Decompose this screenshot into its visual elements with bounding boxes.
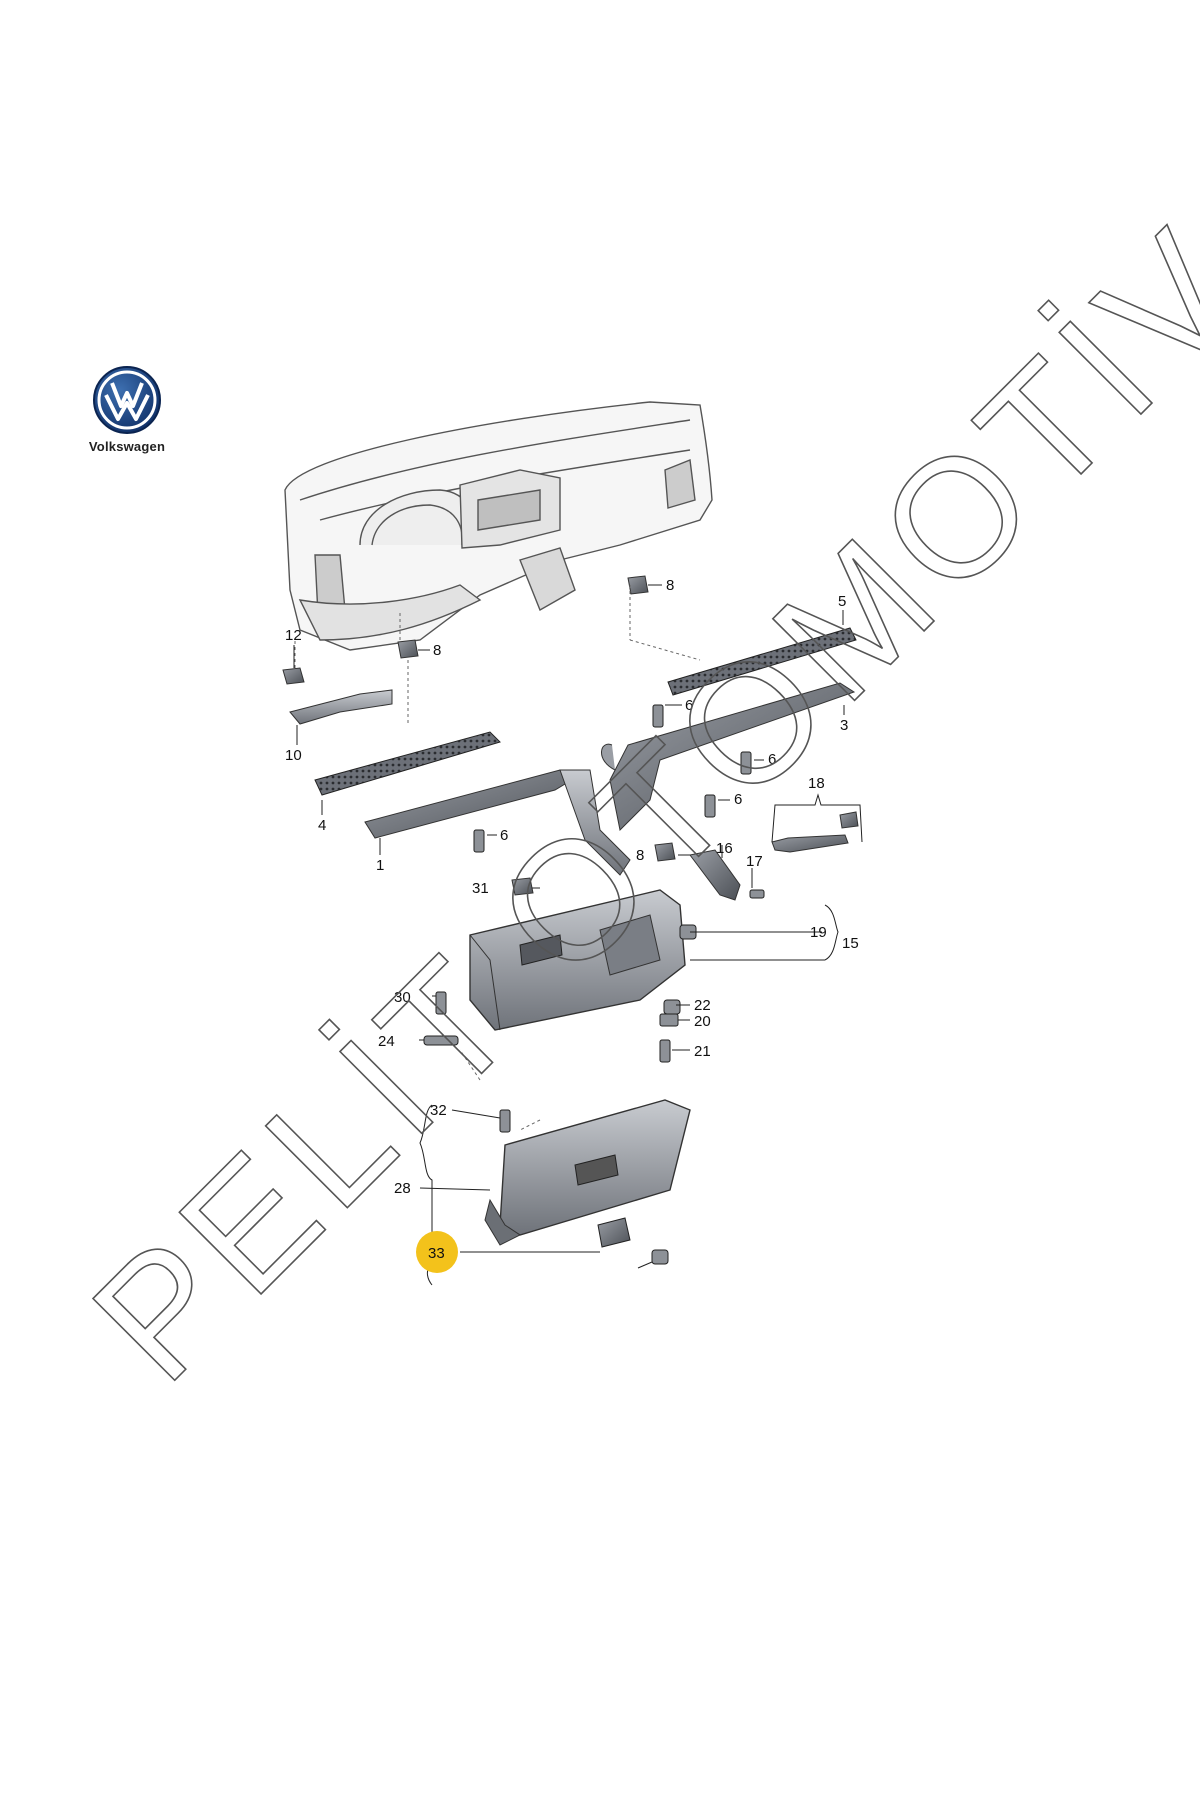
callout-18: 18 [808, 775, 825, 792]
part-28-clip [511, 877, 534, 896]
leader-lines [293, 584, 863, 1286]
part-18-clip [839, 811, 859, 829]
part-12-clip [282, 667, 305, 685]
callout-32: 33 [428, 1245, 445, 1262]
callout-numbers: 12 8 8 5 6 3 10 6 18 6 4 6 16 8 1 17 31 … [285, 577, 859, 1262]
callout-8: 8 [636, 847, 644, 864]
callout-6: 6 [685, 697, 693, 714]
callout-15: 15 [842, 935, 859, 952]
dashboard-assembly [284, 401, 713, 651]
callout-8: 8 [433, 642, 441, 659]
callout-20: 20 [694, 1013, 711, 1030]
callout-27: 30 [394, 989, 411, 1006]
callout-4: 4 [318, 817, 326, 834]
callout-1: 1 [376, 857, 384, 874]
part-4-vent-strip [314, 731, 501, 796]
part-3-end [601, 743, 616, 771]
callout-10: 10 [285, 747, 302, 764]
glovebox-lid [484, 1099, 691, 1246]
part-32-latch [597, 1217, 631, 1248]
callout-6: 6 [500, 827, 508, 844]
callout-31: 32 [430, 1102, 447, 1119]
part-18-bracket [771, 834, 849, 853]
callout-17: 17 [746, 853, 763, 870]
callout-3: 3 [840, 717, 848, 734]
glovebox-housing [469, 889, 686, 1031]
callout-6: 6 [734, 791, 742, 808]
part-10-cover [289, 689, 393, 725]
part-5-vent-strip [667, 627, 857, 696]
callout-22: 22 [694, 997, 711, 1014]
callout-24: 24 [378, 1033, 395, 1050]
callout-8: 8 [666, 577, 674, 594]
screws [423, 704, 765, 1265]
callout-30: 28 [394, 1180, 411, 1197]
part-8-clip-left [397, 639, 419, 659]
callout-12: 12 [285, 627, 302, 644]
brand-block: Volkswagen [72, 365, 182, 454]
part-8-clip-right [627, 575, 649, 595]
brand-name: Volkswagen [88, 439, 166, 454]
part-16-bracket [689, 849, 741, 901]
leader-lines-dashed [294, 585, 701, 1131]
highlight-circle [416, 1231, 458, 1273]
callout-28: 31 [472, 880, 489, 897]
part-3-trim [609, 682, 856, 832]
callout-6: 6 [768, 751, 776, 768]
callout-19: 19 [810, 924, 827, 941]
callout-21: 21 [694, 1043, 711, 1060]
callout-5: 5 [838, 593, 846, 610]
part-8-clip-lower [654, 842, 676, 862]
part-1-side-panel [559, 769, 631, 876]
vw-logo-icon [93, 366, 161, 434]
watermark-text: PELİT OTOMOTİV [58, 191, 1200, 1415]
callout-16: 16 [716, 840, 733, 857]
